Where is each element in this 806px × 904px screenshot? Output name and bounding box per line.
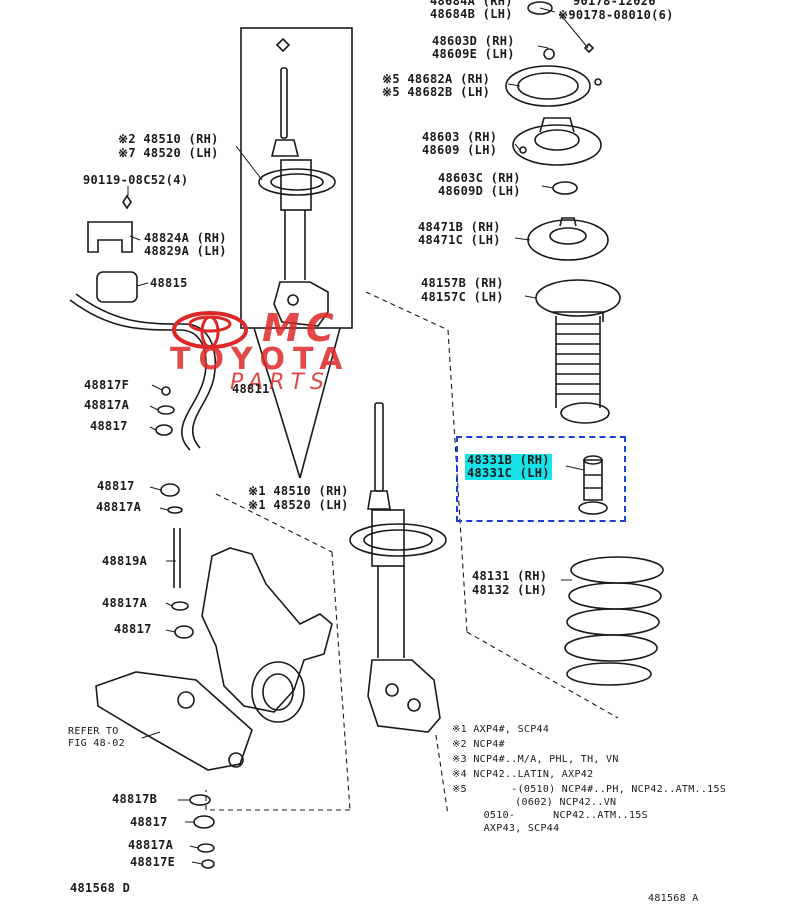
- part-label-48684b[interactable]: 48684B (LH): [430, 7, 513, 21]
- part-label-48817-2[interactable]: 48817: [97, 479, 135, 493]
- note-line: ※1 AXP4#, SCP44: [452, 724, 550, 735]
- note-line: (0602) NCP42..VN: [452, 797, 617, 808]
- selected-part-box[interactable]: [456, 436, 626, 522]
- part-label-48609d[interactable]: 48609D (LH): [438, 184, 521, 198]
- note-line: ※5 -(0510) NCP4#..PH, NCP42..ATM..15S: [452, 784, 727, 795]
- part-label-48817b[interactable]: 48817B: [112, 792, 158, 806]
- watermark-line2: TOYOTA: [170, 342, 351, 377]
- part-label-48817-4[interactable]: 48817: [130, 815, 168, 829]
- note-line: ※3 NCP4#..M/A, PHL, TH, VN: [452, 754, 619, 765]
- part-label-48520-mid[interactable]: ※1 48520 (LH): [248, 498, 349, 512]
- applicability-notes: ※1 AXP4#, SCP44 ※2 NCP4# ※3 NCP4#..M/A, …: [452, 724, 726, 834]
- part-label-48817a-3[interactable]: 48817A: [102, 596, 148, 610]
- part-label-48609e[interactable]: 48609E (LH): [432, 47, 515, 61]
- part-label-48131[interactable]: 48131 (RH): [472, 569, 548, 583]
- illustration-code: 481568 A: [648, 893, 699, 904]
- perspective-guides: [205, 291, 619, 816]
- refer-fig-label[interactable]: FIG 48-02: [68, 738, 125, 749]
- note-line: AXP43, SCP44: [452, 823, 560, 834]
- part-label-48603c[interactable]: 48603C (RH): [438, 171, 521, 185]
- part-label-48811[interactable]: 48811: [232, 382, 270, 396]
- shock-absorber: [349, 402, 447, 733]
- part-label-48132[interactable]: 48132 (LH): [472, 583, 548, 597]
- part-label-48603[interactable]: 48603 (RH): [422, 130, 498, 144]
- part-label-48510-mid[interactable]: ※1 48510 (RH): [248, 484, 349, 498]
- part-label-48817e[interactable]: 48817E: [130, 855, 176, 869]
- part-label-48609[interactable]: 48609 (LH): [422, 143, 498, 157]
- part-label-48817-3[interactable]: 48817: [114, 622, 152, 636]
- upper-strut-assembly: [258, 37, 336, 327]
- part-label-48682b[interactable]: ※5 48682B (LH): [382, 85, 491, 99]
- part-label-48817a-2[interactable]: 48817A: [96, 500, 142, 514]
- part-label-48815[interactable]: 48815: [150, 276, 188, 290]
- note-line: ※2 NCP4#: [452, 739, 505, 750]
- part-label-48824a[interactable]: 48824A (RH): [144, 231, 227, 245]
- part-label-48471c[interactable]: 48471C (LH): [418, 233, 501, 247]
- part-label-90178[interactable]: ※90178-08010(6): [558, 8, 674, 22]
- part-label-48603d[interactable]: 48603D (RH): [432, 34, 515, 48]
- watermark-line3: PARTS: [230, 370, 330, 395]
- part-label-48819a[interactable]: 48819A: [102, 554, 148, 568]
- note-line: 0510- NCP42..ATM..15S: [452, 810, 648, 821]
- part-label-48471b[interactable]: 48471B (RH): [418, 220, 501, 234]
- stabilizer-parts: [69, 194, 216, 639]
- leader-lines: [127, 7, 589, 865]
- part-label-48817a-1[interactable]: 48817A: [84, 398, 130, 412]
- part-label-48817f[interactable]: 48817F: [84, 378, 130, 392]
- part-label-48157c[interactable]: 48157C (LH): [421, 290, 504, 304]
- refer-to-label: REFER TO: [68, 726, 119, 737]
- part-label-48157b[interactable]: 48157B (RH): [421, 276, 504, 290]
- part-label-48331b[interactable]: 48331B (RH): [465, 453, 552, 467]
- part-label-48817-1[interactable]: 48817: [90, 419, 128, 433]
- part-label-90119[interactable]: 90119-08C52(4): [83, 173, 189, 187]
- part-label-48684a[interactable]: 48684A (RH): [430, 0, 513, 8]
- watermark-brand: MC: [262, 306, 340, 350]
- watermark-logo: MC TOYOTA PARTS: [170, 306, 410, 398]
- note-line: ※4 NCP42..LATIN, AXP42: [452, 769, 594, 780]
- part-label-48817a-4[interactable]: 48817A: [128, 838, 174, 852]
- part-label-48520-top[interactable]: ※7 48520 (LH): [118, 146, 219, 160]
- part-label-48829a[interactable]: 48829A (LH): [144, 244, 227, 258]
- toyota-emblem-icon: [172, 311, 248, 349]
- knuckle-lower-arm: [95, 547, 333, 869]
- part-label-48682a[interactable]: ※5 48682A (RH): [382, 72, 491, 86]
- part-label-48331c[interactable]: 48331C (LH): [465, 466, 552, 480]
- strut-detail-frame: [240, 27, 353, 329]
- part-label-481568-d[interactable]: 481568 D: [70, 881, 131, 895]
- part-label-48510-top[interactable]: ※2 48510 (RH): [118, 132, 219, 146]
- part-label-90178-cut[interactable]: 90178-12026: [573, 0, 656, 8]
